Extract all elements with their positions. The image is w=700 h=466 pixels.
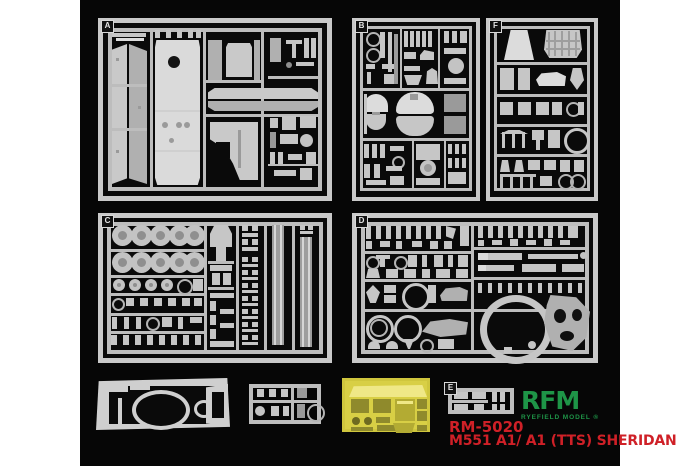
sprue-e: E	[444, 382, 518, 420]
sprue-c: C	[98, 213, 332, 363]
kit-name: M551 A1/ A1 (TTS) SHERIDAN	[449, 433, 677, 449]
sprue-a-label: A	[101, 20, 114, 33]
small-sprue	[245, 380, 325, 428]
sprue-e-label: E	[444, 382, 457, 395]
rfm-logo-mark: RFM	[521, 386, 580, 415]
rfm-logo-subtitle: RYEFIELD MODEL ®	[521, 414, 600, 421]
photoetch-fret	[342, 378, 430, 433]
sprue-a: A	[98, 18, 332, 201]
sprue-c-label: C	[101, 215, 114, 228]
sprue-f: F	[486, 18, 598, 201]
rfm-logo: RFM RYEFIELD MODEL ®	[521, 386, 611, 421]
kit-code: RM-5020	[449, 418, 524, 436]
sprue-f-label: F	[489, 20, 502, 33]
lower-hull	[96, 378, 230, 430]
sprue-b: B	[352, 18, 480, 201]
sprue-d-label: D	[355, 215, 368, 228]
sprue-d: D	[352, 213, 598, 364]
sprue-b-label: B	[355, 20, 368, 33]
